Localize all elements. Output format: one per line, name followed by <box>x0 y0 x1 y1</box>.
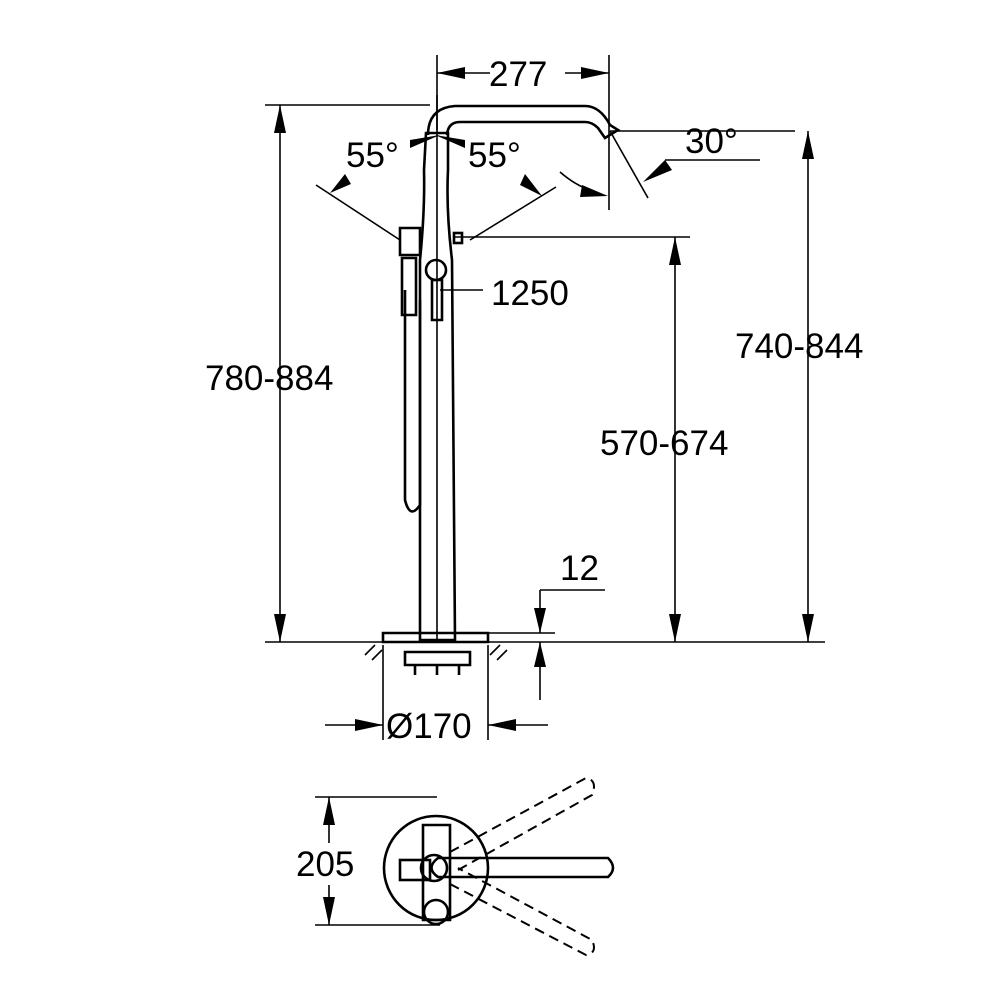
label-swivel-right: 55° <box>468 136 521 175</box>
dim-277 <box>436 55 610 210</box>
label-handshower-height: 570-674 <box>600 424 728 463</box>
label-swivel-left: 55° <box>346 136 399 175</box>
dim-swivel <box>315 135 690 241</box>
label-spout-height: 740-844 <box>735 327 863 366</box>
dim-570-674 <box>669 237 681 642</box>
faucet-elevation <box>364 95 621 675</box>
label-plan-depth: 205 <box>296 845 354 884</box>
dim-30 <box>559 130 795 199</box>
label-base-diameter: Ø170 <box>386 707 472 746</box>
label-hose-length: 1250 <box>491 274 569 313</box>
dim-740-844 <box>802 131 814 642</box>
dim-170 <box>325 645 548 740</box>
dim-780-884 <box>265 104 430 642</box>
label-base-thickness: 12 <box>560 549 599 588</box>
label-total-height: 780-884 <box>205 359 333 398</box>
label-spout-angle: 30° <box>685 122 738 161</box>
faucet-plan-view <box>315 776 615 957</box>
label-spout-reach: 277 <box>489 55 547 94</box>
dim-12 <box>488 589 605 700</box>
